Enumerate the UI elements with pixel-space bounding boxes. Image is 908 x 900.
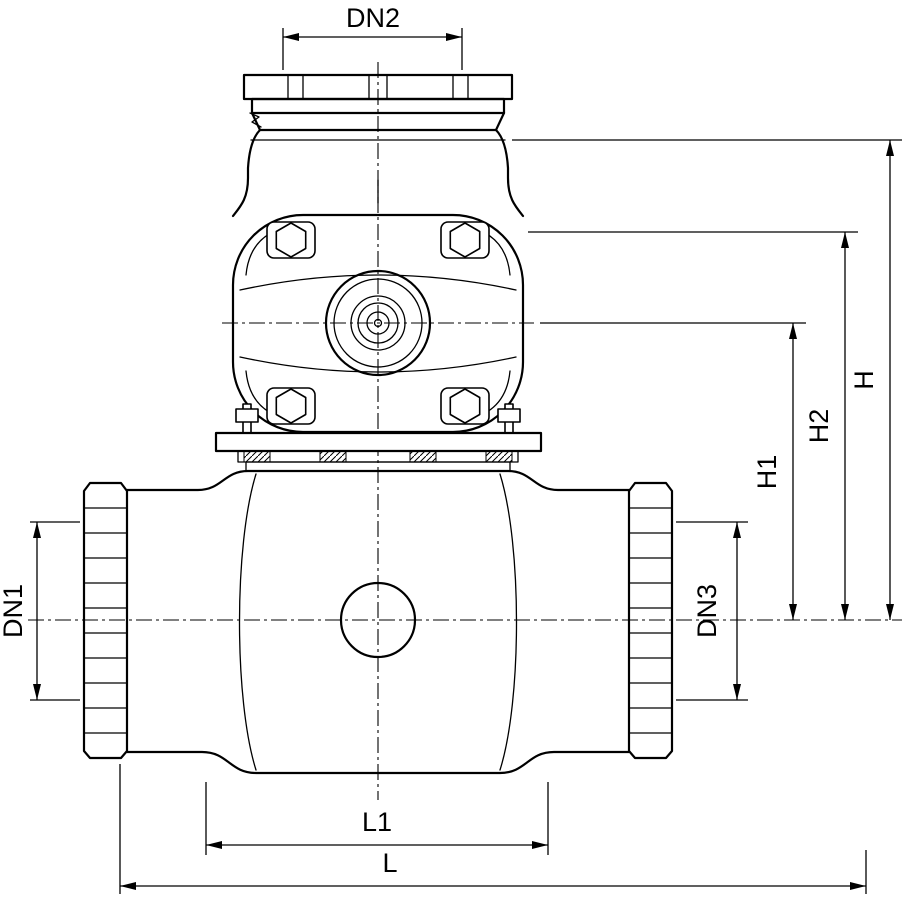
stud-nut <box>235 408 259 423</box>
label-h2: H2 <box>804 409 834 444</box>
top-groove-coupling <box>242 73 514 132</box>
outlet-socket-right <box>627 481 674 760</box>
dimension-dn1: DN1 <box>0 521 80 701</box>
indicator-dial <box>324 269 432 377</box>
label-h1: H1 <box>752 455 782 490</box>
label-l1: L1 <box>362 807 392 837</box>
label-h: H <box>849 370 879 390</box>
inlet-socket-left <box>82 481 129 760</box>
hex-bolt <box>440 387 490 425</box>
hex-bolt <box>266 387 316 425</box>
stud-nut <box>497 408 521 423</box>
bonnet <box>231 128 525 218</box>
dimension-l: L <box>119 764 867 894</box>
label-dn1: DN1 <box>0 584 28 638</box>
label-dn3: DN3 <box>692 584 722 638</box>
dimension-h1: H1 <box>540 322 806 620</box>
center-boss <box>339 581 417 659</box>
retainer-clip-detail <box>249 112 262 128</box>
hex-bolt <box>440 221 490 259</box>
hex-bolt <box>266 221 316 259</box>
mounting-flange <box>214 403 543 472</box>
label-dn2: DN2 <box>346 3 400 33</box>
dimension-dn2: DN2 <box>282 3 463 70</box>
dimension-l1: L1 <box>205 782 549 855</box>
dimension-h2: H2 <box>528 231 858 620</box>
gasket-layer <box>237 450 519 472</box>
label-l: L <box>382 848 397 878</box>
dimension-dn3: DN3 <box>676 521 748 701</box>
flange-plate <box>214 431 543 453</box>
dimension-h: H <box>512 139 902 620</box>
